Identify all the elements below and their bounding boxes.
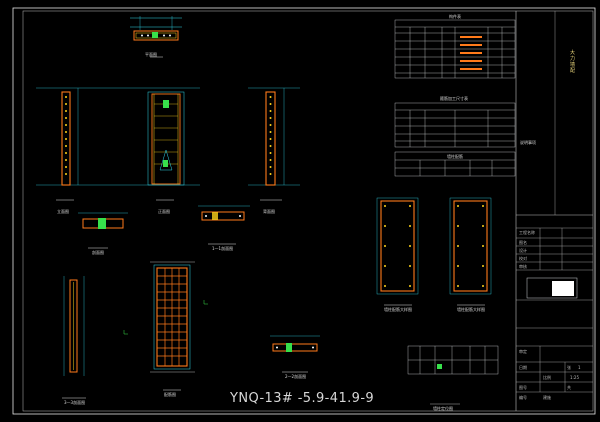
view-label-elev-left: 立面图: [57, 209, 69, 214]
table-components: [394, 19, 516, 79]
center-elevation-view: [120, 87, 200, 201]
rebar-detail-b: [449, 197, 492, 306]
table-components-marks: [460, 36, 482, 70]
tb-scale-value: 1:25: [570, 375, 579, 380]
tb-sheet-label: 张: [567, 365, 571, 370]
title-block-grid: [516, 227, 593, 393]
section-1-1-view: [198, 205, 250, 245]
sheet-outer-frame: [12, 7, 596, 415]
key-plan-view: [407, 345, 499, 405]
view-label-section-1-1: 1—1剖面图: [212, 246, 234, 251]
tb-scale-label: 比例: [543, 375, 551, 380]
table-stirrups: [394, 102, 516, 148]
left-elevation-view: [36, 87, 120, 201]
view-label-elev-center: 正面图: [158, 209, 170, 214]
view-label-section-2-2: 2—2剖面图: [285, 374, 307, 379]
tb-total-label: 共: [567, 385, 571, 390]
notes-label: 说明事项: [520, 140, 536, 145]
sheet-side-title: 大力墙配: [570, 50, 576, 74]
right-elevation-view: [248, 87, 300, 201]
tb-drawing-name: 图名: [519, 240, 527, 245]
table2-title: 箍筋加工尺寸表: [440, 96, 468, 101]
table3-title: 墙柱配筋: [447, 154, 463, 159]
view-label-section-small: 剖面图: [92, 250, 104, 255]
sheet-inner-frame: [22, 10, 594, 412]
tb-review: 审核: [519, 264, 527, 269]
tb-approve: 审定: [519, 349, 527, 354]
view-label-elev-right: 背面图: [263, 209, 275, 214]
tb-date: 日期: [519, 365, 527, 370]
view-label-key-plan: 墙柱定位图: [433, 406, 453, 411]
table1-title: 构件表: [449, 14, 461, 19]
top-plan-view: [130, 16, 182, 58]
tb-check: 校对: [519, 256, 527, 261]
tb-sheet-value: 1: [578, 365, 581, 370]
rebar-detail-a: [376, 197, 419, 306]
table-wall-column: [394, 151, 516, 177]
tb-drawing-no-label: 图号: [519, 385, 527, 390]
section-3-3-view: [62, 276, 86, 399]
view-label-top-plan: 平面图: [145, 52, 157, 57]
tb-code-label: 编号: [519, 395, 527, 400]
cage-plan-view: [123, 261, 208, 391]
tb-project-name: 工程名称: [519, 230, 535, 235]
section-2-2-view: [270, 335, 320, 373]
drawing-number-title: YNQ-13# -5.9-41.9-9: [230, 391, 375, 406]
tb-design: 设计: [519, 248, 527, 253]
view-label-rebar-a: 墙柱配筋大样图: [384, 307, 412, 312]
tb-discipline: 建施: [543, 395, 551, 400]
title-block-logo-box: [552, 281, 574, 296]
view-label-cage-plan: 配筋图: [164, 392, 176, 397]
view-label-section-3-3: 3—3剖面图: [64, 400, 86, 405]
key-plan-marker: [437, 364, 442, 369]
small-section-view: [78, 212, 128, 249]
view-label-rebar-b: 墙柱配筋大样图: [457, 307, 485, 312]
